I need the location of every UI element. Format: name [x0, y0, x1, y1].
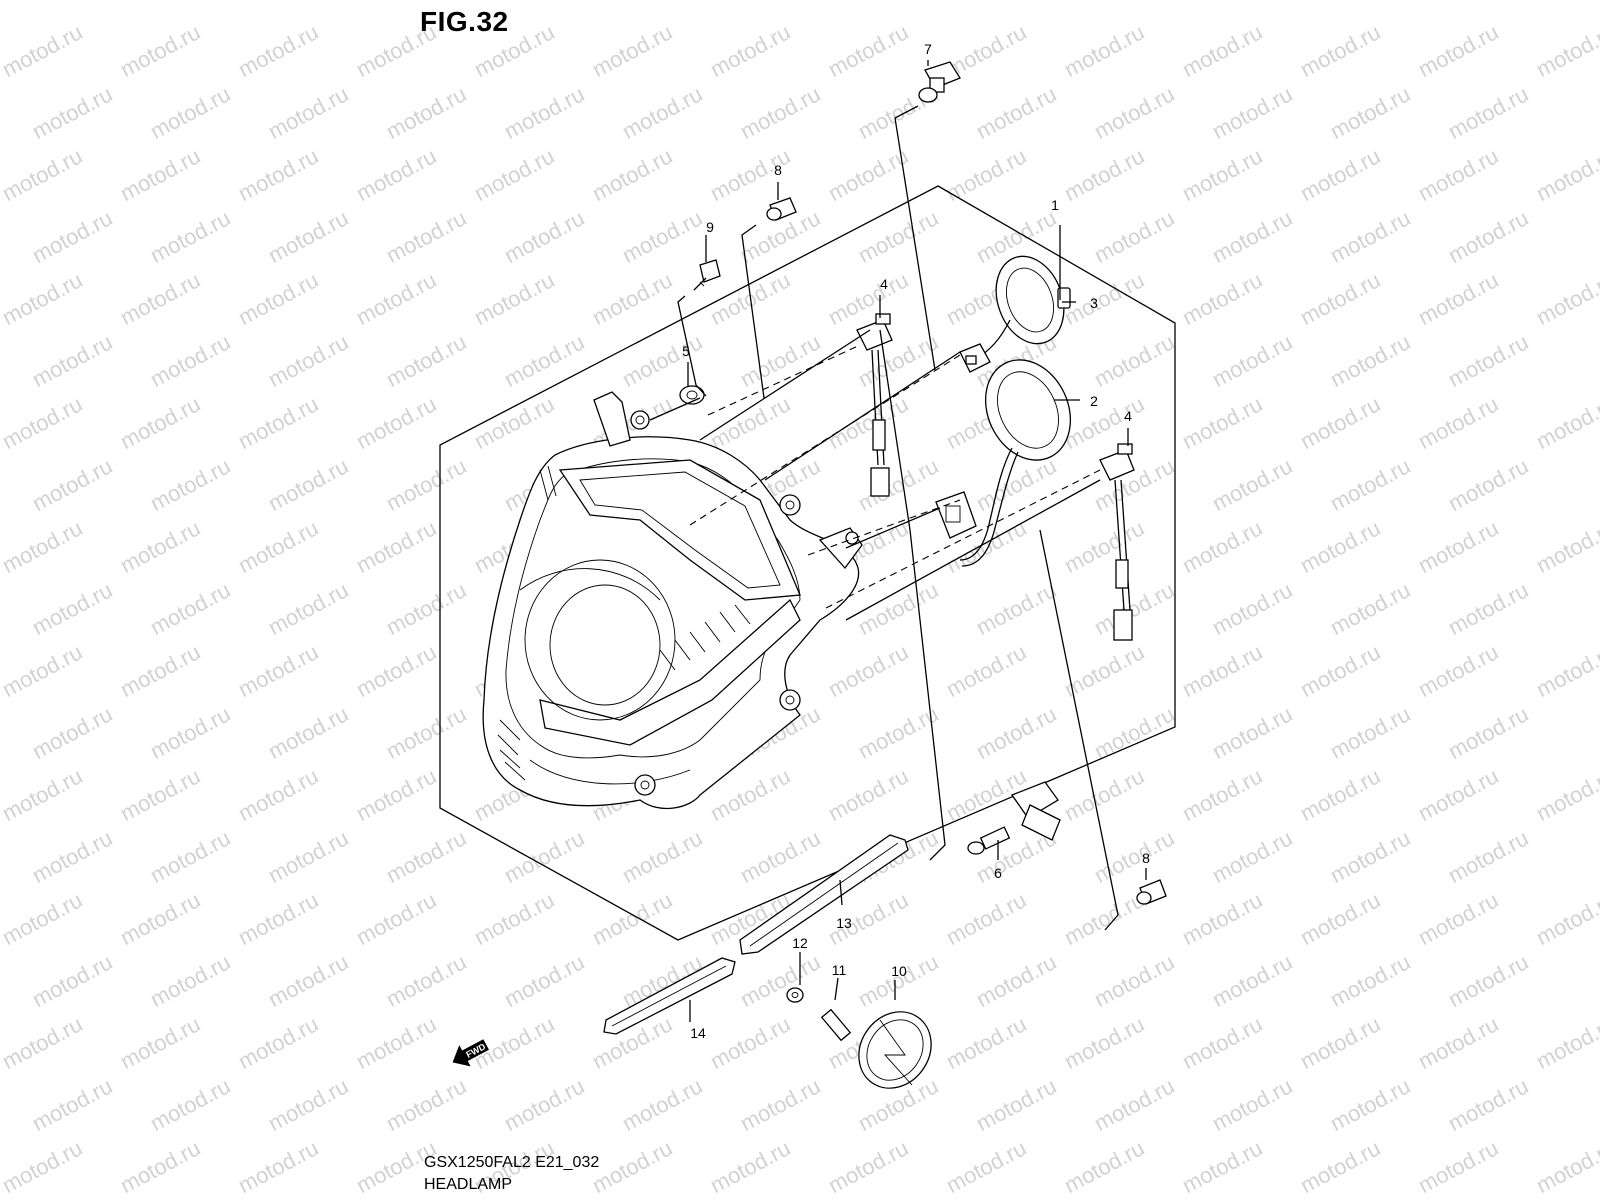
callout-9: 9: [706, 219, 714, 235]
callout-3: 3: [1090, 295, 1098, 311]
part-4-socket-left: [856, 313, 893, 497]
headlamp-housing: [482, 391, 863, 810]
callout-labels: 1 2 3 4 4 5 6 7 8 8 9 10 11 12 13 14: [682, 41, 1150, 1041]
part-4-socket-right: [1099, 443, 1135, 641]
part-9-screw: [693, 259, 721, 291]
part-8-bulb-bottom: [1136, 879, 1167, 905]
callout-8-top: 8: [774, 162, 782, 178]
forward-direction-arrow: FWD: [452, 1039, 489, 1067]
part-14-trim: [603, 957, 736, 1035]
callout-14: 14: [690, 1025, 706, 1041]
lens-hatching: [497, 465, 751, 781]
part-12-washer: [786, 987, 804, 1003]
part-3-socket-cover: [959, 255, 1071, 373]
part-6-bulb: [967, 781, 1061, 855]
callout-13: 13: [836, 915, 852, 931]
part-8-bulb-top: [766, 197, 797, 221]
figure-title: FIG.32: [420, 6, 509, 37]
part-10-cap: [858, 1011, 932, 1089]
callout-1: 1: [1051, 197, 1059, 213]
part-2-socket-cover: [935, 359, 1072, 567]
callout-12: 12: [792, 935, 808, 951]
callout-4-left: 4: [880, 276, 888, 292]
assembly-guide-lines: [649, 60, 1147, 1022]
callout-5: 5: [682, 343, 690, 359]
callout-4-right: 4: [1124, 408, 1132, 424]
callout-6: 6: [994, 865, 1002, 881]
assembly-boundary: [439, 185, 1176, 941]
part-13-trim: [739, 834, 909, 955]
callout-7: 7: [924, 41, 932, 57]
callout-11: 11: [832, 962, 847, 978]
part-11-stud: [820, 1008, 852, 1042]
callout-2: 2: [1090, 393, 1098, 409]
callout-8-bottom: 8: [1142, 850, 1150, 866]
assembly-name: HEADLAMP: [424, 1176, 513, 1193]
callout-10: 10: [891, 963, 907, 979]
model-code: GSX1250FAL2 E21_032: [424, 1154, 600, 1171]
part-7-bulb: [918, 61, 961, 103]
